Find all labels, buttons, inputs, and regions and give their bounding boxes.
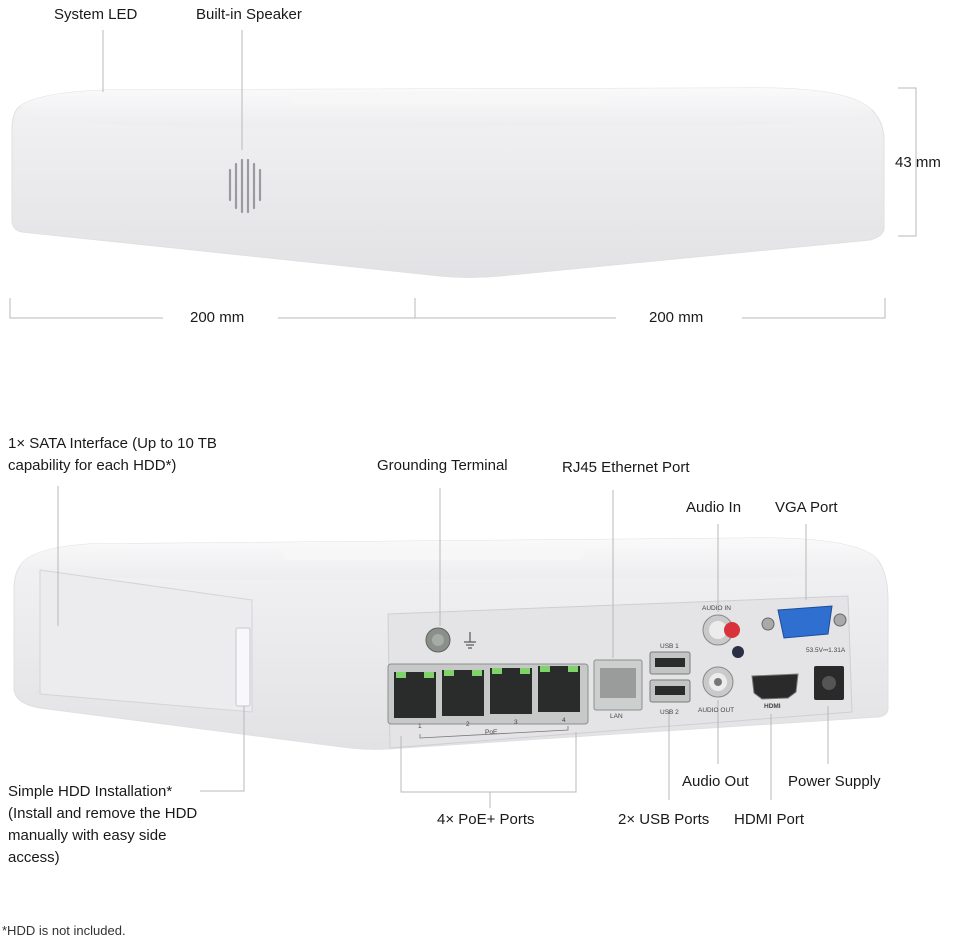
footnote: *HDD is not included. xyxy=(2,923,126,938)
panel-usb1-text: USB 1 xyxy=(660,643,679,650)
grounding-terminal-label: Grounding Terminal xyxy=(377,457,508,474)
sata-interface-label: 1× SATA Interface (Up to 10 TB capabilit… xyxy=(8,435,217,474)
panel-hdmi-text: HDMI xyxy=(764,703,781,710)
hdmi-port-label: HDMI Port xyxy=(734,811,805,828)
panel-lan-text: LAN xyxy=(610,713,623,720)
hdd-installation-label: Simple HDD Installation* (Install and re… xyxy=(8,783,198,866)
usb-ports-label: 2× USB Ports xyxy=(618,811,710,828)
dc-power-jack-icon xyxy=(814,666,844,700)
audio-in-label: Audio In xyxy=(686,499,742,516)
nvr-front-view xyxy=(11,87,885,278)
lan-port-icon xyxy=(593,659,643,711)
poe-port-icon xyxy=(442,670,484,716)
poe-port-icon xyxy=(490,668,532,714)
panel-audio-out-text: AUDIO OUT xyxy=(698,707,734,714)
panel-power-rating-text: 53.5V⎓1.31A xyxy=(806,647,846,654)
hdmi-port-icon xyxy=(751,673,799,700)
height-dimension-label: 43 mm xyxy=(895,154,941,171)
poe-ports-label: 4× PoE+ Ports xyxy=(437,811,535,828)
power-supply-label: Power Supply xyxy=(788,773,881,790)
usb-port-icon xyxy=(649,651,691,675)
poe-port-icon xyxy=(538,666,580,712)
panel-usb2-text: USB 2 xyxy=(660,709,679,716)
nvr-rear-view xyxy=(13,537,889,750)
built-in-speaker-label: Built-in Speaker xyxy=(196,6,302,23)
audio-in-jack-icon xyxy=(702,614,744,658)
width-dimension-right-label: 200 mm xyxy=(649,309,704,326)
panel-audio-in-text: AUDIO IN xyxy=(702,605,731,612)
usb-port-icon xyxy=(649,679,691,703)
panel-port-number: 3 xyxy=(514,719,518,726)
audio-out-label: Audio Out xyxy=(682,773,749,790)
audio-out-jack-icon xyxy=(702,666,734,698)
system-led-label: System LED xyxy=(54,6,138,23)
ground-screw-icon xyxy=(425,627,476,653)
poe-port-icon xyxy=(394,672,436,718)
panel-poe-text: PoE xyxy=(485,729,498,736)
panel-port-number: 4 xyxy=(562,717,566,724)
vga-port-icon xyxy=(761,605,847,639)
panel-port-number: 2 xyxy=(466,721,470,728)
width-dimension-left-label: 200 mm xyxy=(190,309,245,326)
rj45-port-label: RJ45 Ethernet Port xyxy=(562,459,690,476)
poe-port-block xyxy=(387,663,589,739)
vga-port-label: VGA Port xyxy=(775,499,838,516)
speaker-grille-icon xyxy=(228,158,262,214)
panel-port-number: 1 xyxy=(418,723,422,730)
